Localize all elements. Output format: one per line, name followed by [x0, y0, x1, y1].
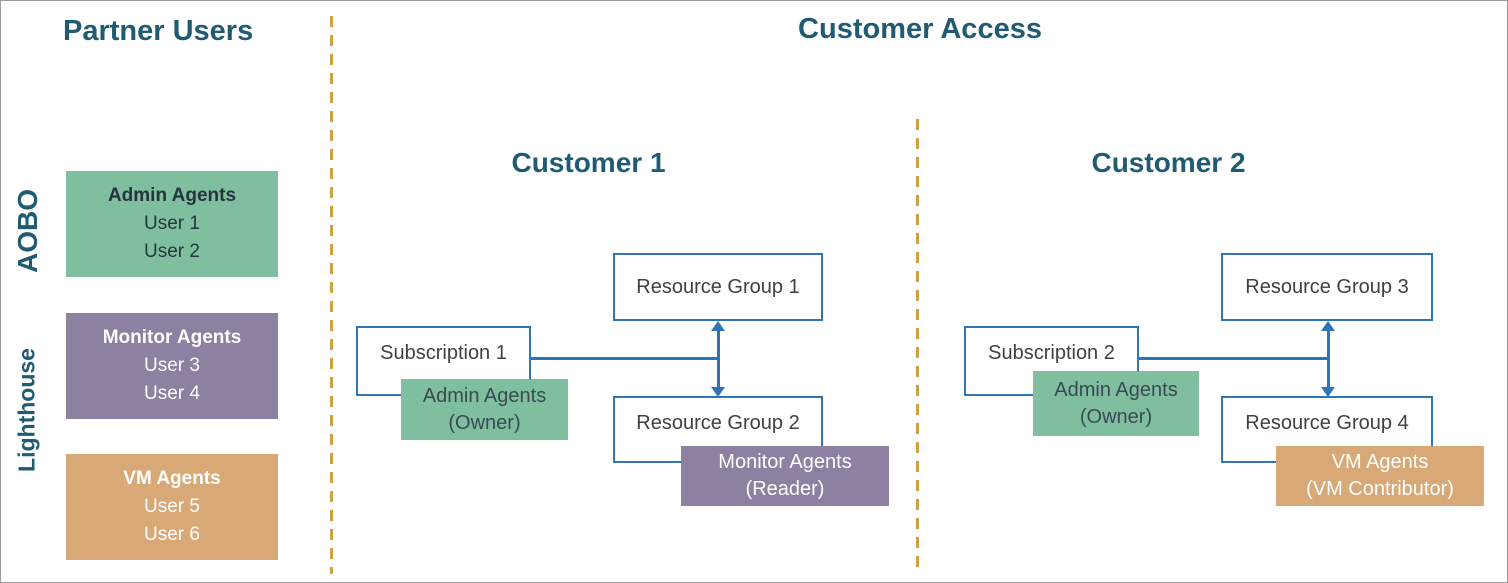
arrow-down-icon: [1321, 387, 1335, 397]
group-user: User 2: [144, 241, 200, 262]
vm-agents-group-box: VM Agents User 5 User 6: [66, 454, 278, 560]
group-user: User 4: [144, 383, 200, 404]
customer-access-heading: Customer Access: [798, 13, 1042, 45]
role-name: VM Agents: [1331, 451, 1429, 473]
group-user: User 1: [144, 213, 200, 234]
role-name: Monitor Agents: [718, 451, 852, 473]
partner-customer-divider: [330, 16, 333, 574]
subscription-label: Subscription 2: [988, 342, 1115, 364]
group-user: User 3: [144, 355, 200, 376]
admin-agents-group-box: Admin Agents User 1 User 2: [66, 171, 278, 277]
group-user: User 6: [144, 524, 200, 545]
resource-group-label: Resource Group 4: [1245, 412, 1409, 434]
customer1-customer2-divider: [916, 119, 919, 574]
monitor-agents-group-box: Monitor Agents User 3 User 4: [66, 313, 278, 419]
resource-group2-role-box: Monitor Agents (Reader): [681, 446, 889, 506]
resource-group4-role-box: VM Agents (VM Contributor): [1276, 446, 1484, 506]
role-scope: (VM Contributor): [1306, 478, 1454, 500]
subscription2-connector-line: [1139, 357, 1329, 360]
lighthouse-label: Lighthouse: [13, 348, 40, 472]
resource-group1-box: Resource Group 1: [613, 253, 823, 321]
resource-group-label: Resource Group 1: [636, 275, 800, 298]
role-name: Admin Agents: [422, 384, 547, 407]
subscription2-role-box: Admin Agents (Owner): [1033, 371, 1199, 436]
role-name: Admin Agents: [1054, 378, 1178, 401]
resource-group3-box: Resource Group 3: [1221, 253, 1433, 321]
customer1-heading: Customer 1: [511, 147, 666, 178]
group-name: Monitor Agents: [102, 327, 242, 348]
role-scope: (Owner): [1079, 405, 1153, 428]
subscription1-connector-line: [531, 357, 720, 360]
customer2-heading: Customer 2: [1091, 147, 1246, 178]
arrow-down-icon: [711, 387, 725, 397]
subscription-label: Subscription 1: [380, 342, 507, 364]
partner-users-heading: Partner Users: [63, 15, 254, 47]
resource-group-connector-line: [1327, 330, 1330, 388]
resource-group-connector-line: [717, 330, 720, 388]
role-scope: (Owner): [448, 411, 521, 434]
aobo-label: AOBO: [12, 189, 43, 273]
role-scope: (Reader): [745, 478, 825, 500]
subscription1-role-box: Admin Agents (Owner): [401, 379, 568, 440]
arrow-up-icon: [1321, 321, 1335, 331]
group-user: User 5: [144, 496, 200, 517]
group-name: Admin Agents: [107, 185, 237, 206]
resource-group-label: Resource Group 2: [636, 412, 800, 434]
resource-group-label: Resource Group 3: [1245, 275, 1409, 298]
group-name: VM Agents: [123, 468, 221, 489]
arrow-up-icon: [711, 321, 725, 331]
